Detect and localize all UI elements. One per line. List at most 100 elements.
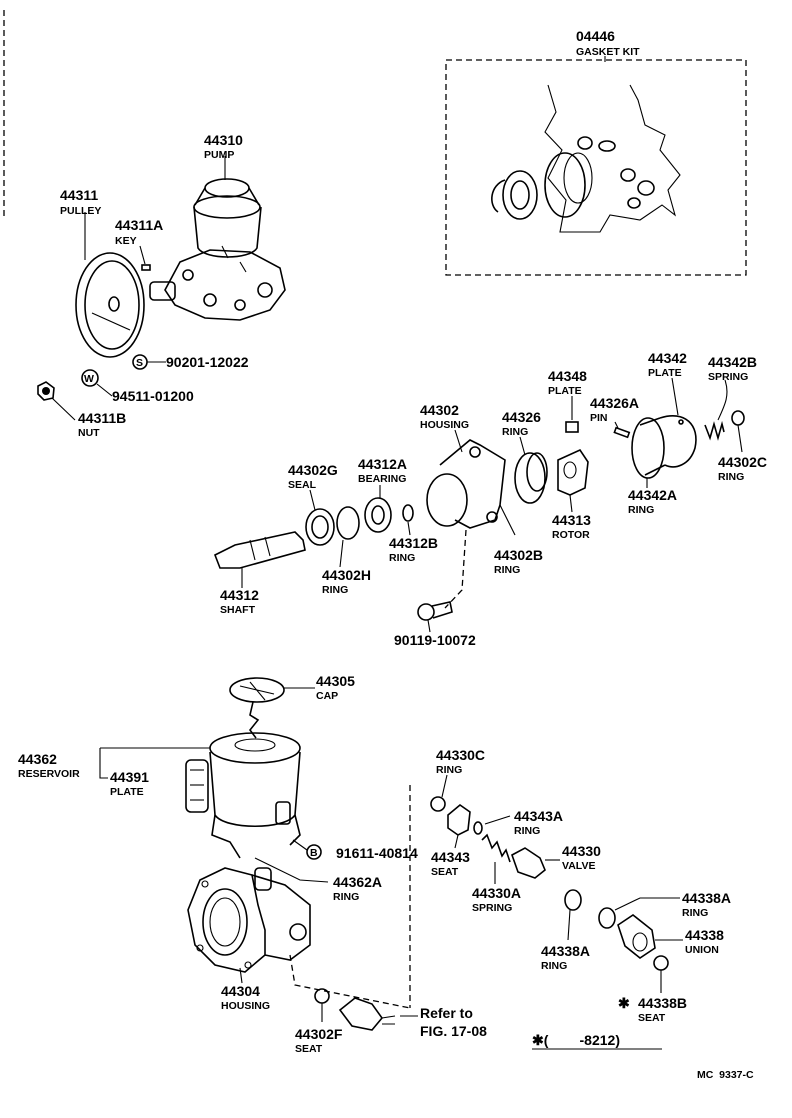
- callout-ring-44330c-number: 44330C: [436, 747, 485, 763]
- seat-44338b-part: [653, 955, 669, 971]
- callout-union-44338-number: 44338: [685, 927, 724, 943]
- pulley-outer: [75, 252, 145, 358]
- callout-spring-44342b-number: 44342B: [708, 354, 757, 370]
- gasket-o-ring-b: [598, 140, 616, 152]
- callout-housing-44302-label: HOUSING: [420, 419, 469, 431]
- gasket-kit-box: [445, 59, 747, 276]
- callout-ring-44330c-label: RING: [436, 764, 462, 776]
- callout-housing-44304-number: 44304: [221, 983, 260, 999]
- plate-44391-leader: [99, 748, 108, 779]
- housing-44304-bore-inner: [209, 897, 241, 947]
- callout-bearing-44312a-number: 44312A: [358, 456, 407, 472]
- callout-shaft-44312-label: SHAFT: [220, 604, 256, 616]
- pump-assembly: [149, 156, 286, 321]
- callout-gasket-kit-label: GASKET KIT: [576, 46, 640, 58]
- ring-44302h-part: [336, 506, 360, 540]
- callout-rotor-44313-label: ROTOR: [552, 529, 590, 541]
- bolt-91611-part: [306, 844, 322, 860]
- callout-plate-44342-label: PLATE: [648, 367, 682, 379]
- gasket-seal: [502, 170, 538, 220]
- valve-44330-part: [511, 847, 546, 879]
- spring-44330a-part: [481, 833, 511, 863]
- union-44338-end: [632, 932, 648, 952]
- callout-pulley-number: 44311: [60, 187, 98, 203]
- ring-44338a-lower-part: [564, 889, 582, 911]
- housing-44302-bore: [426, 473, 468, 527]
- callout-ring-44362a-label: RING: [333, 891, 359, 903]
- callout-pump-number: 44310: [204, 132, 243, 148]
- pump-hub: [149, 281, 176, 301]
- callout-reservoir-44362-label: RESERVOIR: [18, 768, 80, 780]
- bolt-90119-shank: [431, 601, 453, 619]
- housing-44304-neck: [254, 867, 272, 891]
- shaft-detail-a: [249, 539, 256, 561]
- plate-44348-part: [565, 421, 579, 433]
- ring-44312b-part: [402, 504, 414, 522]
- shaft-part: [213, 531, 306, 569]
- housing-44304-bolt-b: [196, 944, 204, 952]
- reference-line2: FIG. 17-08: [420, 1023, 487, 1039]
- callout-ring-44302c-label: RING: [718, 471, 744, 483]
- ring-44330c-leader: [441, 774, 448, 798]
- callout-plate-44348-number: 44348: [548, 368, 587, 384]
- callout-ring-44302h-label: RING: [322, 584, 348, 596]
- gasket-kit-group: [445, 56, 747, 276]
- housing-44304-flange: [187, 867, 266, 973]
- washer-94511-part: [81, 369, 99, 387]
- housing-44302-bolt-b: [486, 511, 498, 523]
- callout-ring-44343a-label: RING: [514, 825, 540, 837]
- callout-union-44338-label: UNION: [685, 944, 719, 956]
- callout-ring-44302b-number: 44302B: [494, 547, 543, 563]
- callout-ring-44326-label: RING: [502, 426, 528, 438]
- callout-seat-44302f-label: SEAT: [295, 1043, 323, 1055]
- callout-bearing-44312a-label: BEARING: [358, 473, 406, 485]
- gasket-seal-inner: [510, 180, 530, 210]
- valve-parts: [430, 774, 683, 1050]
- shaft-detail-b: [264, 536, 271, 557]
- ring-44343a-leader: [484, 815, 511, 825]
- pump-reservoir-rim: [193, 195, 261, 219]
- seal-part: [305, 508, 335, 546]
- callout-nut-number: 44311B: [78, 410, 126, 426]
- callout-reservoir-44362-number: 44362: [18, 751, 57, 767]
- ring-44302b-leader: [499, 504, 516, 536]
- housing-44304-leader: [239, 967, 243, 984]
- nut-leader: [51, 397, 76, 421]
- plate-44342-edge: [639, 417, 666, 476]
- gasket-outline: [544, 84, 681, 233]
- callout-ring-44338a-upper-number: 44338A: [682, 890, 731, 906]
- callout-labels: 04446 GASKET KIT 44310 PUMP 44311 PULLEY…: [18, 28, 767, 1081]
- callout-ring-44342a-label: RING: [628, 504, 654, 516]
- callout-seat-44343-label: SEAT: [431, 866, 459, 878]
- gasket-ring-large: [544, 152, 586, 218]
- ring-44338a-upper-leader: [614, 897, 680, 911]
- pump-fitting: [257, 282, 273, 298]
- callout-washer-94511-number: 94511-01200: [112, 388, 194, 404]
- callout-ring-44312b-number: 44312B: [389, 535, 438, 551]
- bolt-90119-leader: [427, 619, 431, 633]
- catalog-code: MC 9337-C: [697, 1069, 754, 1081]
- pump-body: [164, 249, 286, 321]
- callout-seat-44338b-number: 44338B: [638, 995, 687, 1011]
- bolt-90119-head: [417, 603, 435, 621]
- seat-44343-leader: [454, 834, 459, 849]
- plate-44342-leader: [671, 377, 679, 416]
- callout-seat-44302f-number: 44302F: [295, 1026, 343, 1042]
- reservoir-neck: [234, 738, 276, 752]
- ring-44326-leader: [519, 436, 526, 456]
- callout-ring-44342a-number: 44342A: [628, 487, 677, 503]
- pulley-groove: [84, 260, 140, 350]
- spring-44342b-leader: [717, 379, 728, 421]
- callout-ring-44312b-label: RING: [389, 552, 415, 564]
- rotor-hub: [563, 461, 577, 479]
- callout-valve-44330-label: VALVE: [562, 860, 595, 872]
- ring-44302c-leader: [737, 424, 743, 453]
- callout-plate-44391-number: 44391: [110, 769, 149, 785]
- callout-ring-44302b-label: RING: [494, 564, 520, 576]
- washer-90201-mark: S: [136, 357, 143, 369]
- ring-44338a-lower-leader: [567, 909, 571, 941]
- washer-94511-mark: W: [84, 373, 94, 385]
- seal-inner: [311, 515, 329, 539]
- callout-plate-44391-label: PLATE: [110, 786, 144, 798]
